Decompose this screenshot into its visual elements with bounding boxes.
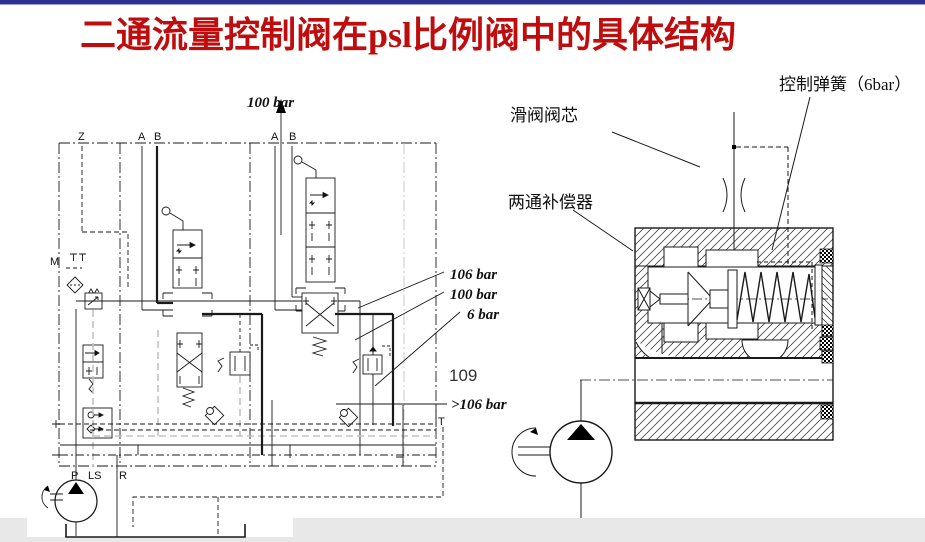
- port-ls: LS: [88, 470, 101, 482]
- flow-channel: [580, 357, 833, 405]
- filter-icon: [66, 276, 84, 294]
- pump-icon: [511, 380, 613, 518]
- hydraulic-schematic: [41, 99, 461, 538]
- label-6bar: 6 bar: [467, 307, 499, 323]
- label-109: 109: [449, 366, 477, 385]
- spring-icon: [88, 378, 94, 394]
- spring-icon: [311, 336, 328, 357]
- port-a2: A: [271, 131, 279, 143]
- port-r: R: [119, 470, 127, 482]
- port-labels: Z A B A B M P LS R T: [50, 131, 445, 482]
- footer-band: [0, 506, 925, 542]
- valve-bank-enclosure: [58, 142, 437, 467]
- pressure-annotations: 100 bar 106 bar 100 bar 6 bar 109 >106 b…: [247, 95, 507, 413]
- seal-rings: [819, 248, 834, 420]
- top-navy-bar: [0, 0, 925, 4]
- port-b1: B: [154, 131, 161, 143]
- tank-icon: [65, 455, 246, 538]
- port-m: M: [50, 256, 59, 268]
- label-control-spring: 控制弹簧（6bar）: [779, 75, 912, 94]
- housing-block: [634, 227, 834, 441]
- valve-cross-section: [511, 96, 834, 518]
- lever-handle-icon: [293, 155, 303, 165]
- pump-icon: [41, 467, 98, 536]
- label-spool: 滑阀阀芯: [510, 106, 578, 125]
- annotation-leaders: [336, 271, 461, 405]
- label-106bar: 106 bar: [450, 267, 497, 283]
- bottom-rails: [52, 400, 444, 537]
- label-compensator: 两通补偿器: [508, 193, 593, 212]
- port-b2: B: [289, 131, 296, 143]
- lever-handle-icon: [161, 206, 171, 216]
- supply-block: [66, 253, 361, 467]
- label-100bar: 100 bar: [450, 287, 497, 303]
- port-z: Z: [78, 131, 85, 143]
- spring-icon: [352, 358, 360, 374]
- port-a1: A: [138, 131, 146, 143]
- port-lines: [81, 146, 306, 311]
- spring-icon: [217, 357, 225, 373]
- label-gt106bar: >106 bar: [451, 397, 507, 413]
- control-spring-icon: [727, 261, 823, 330]
- check-valve-icon: [204, 405, 225, 426]
- valve-section-1: [161, 206, 264, 455]
- valve-section-2: [293, 155, 395, 428]
- port-p: P: [71, 470, 78, 482]
- slide-title: 二通流量控制阀在psl比例阀中的具体结构: [80, 15, 737, 55]
- spring-icon: [181, 387, 196, 408]
- section-leaders: [572, 96, 811, 252]
- port-t: T: [438, 416, 445, 428]
- check-valve-icon: [338, 407, 359, 428]
- bore-internals: [637, 261, 830, 330]
- ls-pilot-lines: [92, 310, 436, 467]
- pressure-100bar-arrow: [276, 99, 286, 235]
- top-bar-shadow: [0, 4, 925, 5]
- label-100bar-top: 100 bar: [247, 95, 294, 111]
